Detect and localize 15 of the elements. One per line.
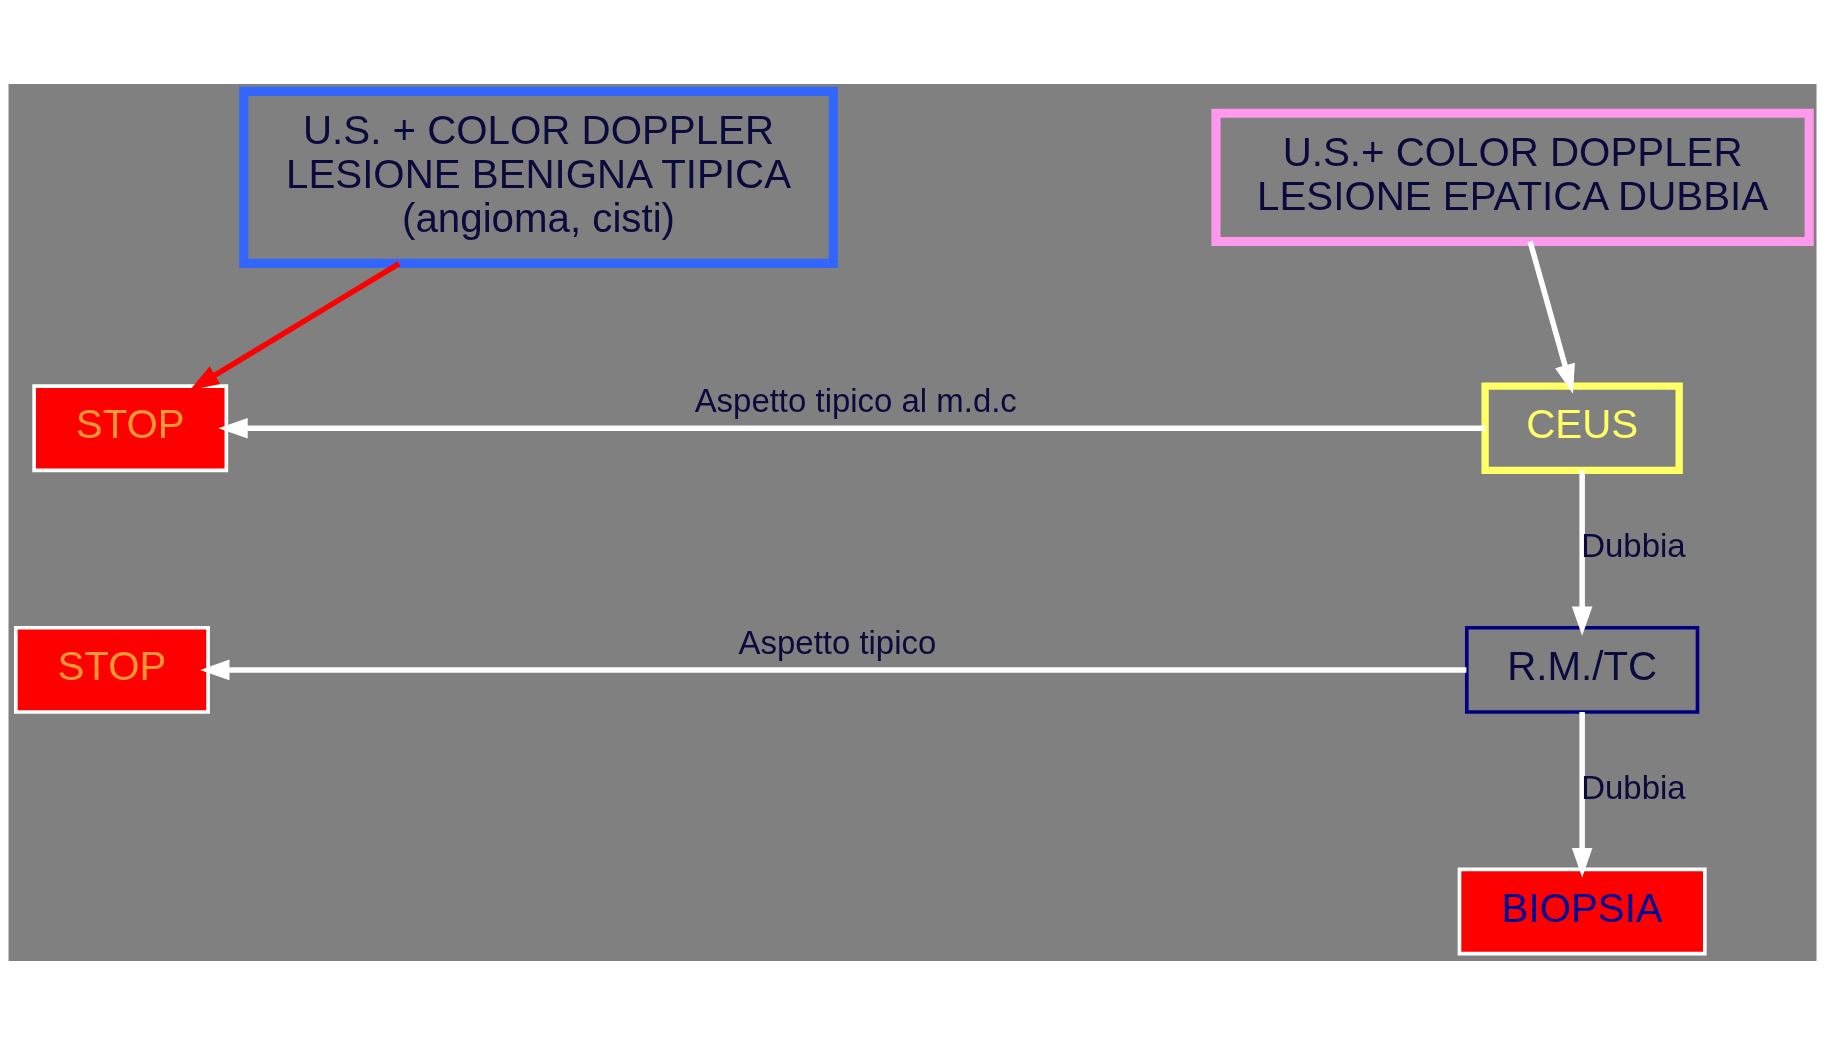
node-box: U.S.+ COLOR DOPPLER LESIONE EPATICA DUBBIA xyxy=(1211,108,1814,246)
node-box: BIOPSIA xyxy=(1457,867,1707,955)
edge-label: Aspetto tipico xyxy=(738,623,937,661)
edge-label: Aspetto tipico al m.d.c xyxy=(694,381,1017,419)
arrow xyxy=(1571,469,1593,636)
arrow xyxy=(189,260,401,390)
arrow xyxy=(1571,711,1593,877)
node-box: U.S. + COLOR DOPPLER LESIONE BENIGNA TIPICA (angioma, cisti) xyxy=(239,86,838,268)
node-box: STOP xyxy=(14,625,210,714)
arrow xyxy=(218,417,1485,438)
node-box: R.M./TC xyxy=(1464,625,1700,714)
arrow xyxy=(200,659,1467,680)
node-box: CEUS xyxy=(1481,381,1683,474)
arrow xyxy=(1527,240,1575,394)
node-box: STOP xyxy=(32,383,229,472)
